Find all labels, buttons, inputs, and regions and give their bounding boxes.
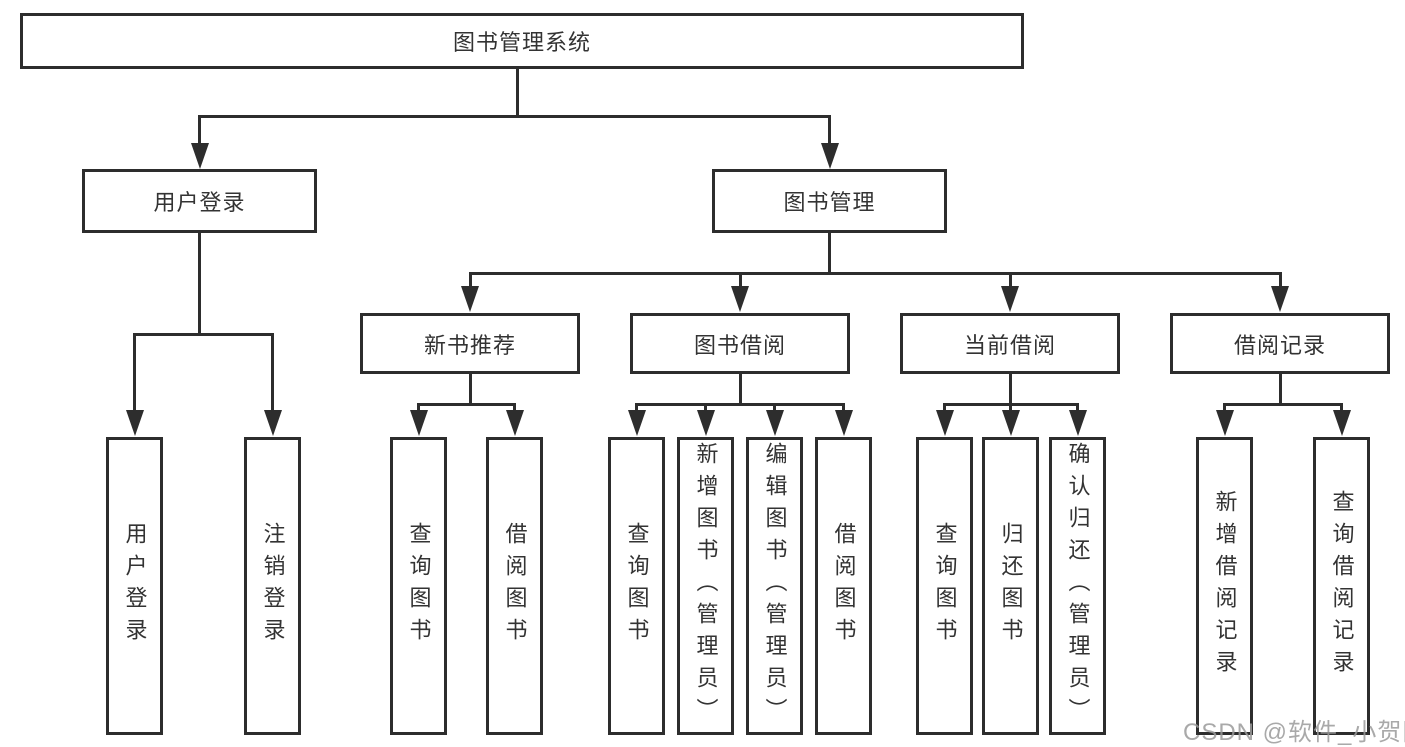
edge-new-book-branch — [417, 403, 516, 406]
edge-stub — [1340, 403, 1343, 412]
edge-stub — [1076, 403, 1079, 412]
leaf-label: 确认归还（管理员） — [1065, 442, 1091, 730]
edge-stub — [635, 403, 638, 412]
arrow-down-icon — [263, 410, 282, 436]
arrow-down-icon — [820, 143, 839, 169]
arrow-down-icon — [190, 143, 209, 169]
leaf-return-book: 归还图书 — [982, 437, 1039, 735]
arrow-down-icon — [834, 410, 853, 436]
leaf-label: 编辑图书（管理员） — [762, 442, 788, 730]
leaf-add-book-admin: 新增图书（管理员） — [677, 437, 734, 735]
arrow-down-icon — [696, 410, 715, 436]
edge-borrow-records-branch — [1223, 403, 1343, 406]
edge-root-stem — [515, 69, 519, 118]
node-book-management-label: 图书管理 — [783, 190, 876, 215]
arrow-down-icon — [461, 286, 479, 312]
edge-borrow-records-stem — [1278, 374, 1282, 406]
arrow-down-icon — [505, 410, 524, 436]
leaf-logout: 注销登录 — [244, 437, 301, 735]
edge-stub — [773, 403, 776, 412]
arrow-down-icon — [1068, 410, 1087, 436]
arrow-down-icon — [409, 410, 428, 436]
leaf-label: 新增图书（管理员） — [693, 442, 719, 730]
arrow-down-icon — [935, 410, 954, 436]
leaf-borrow-book-recommend: 借阅图书 — [486, 437, 543, 735]
leaf-query-books-recommend: 查询图书 — [390, 437, 447, 735]
node-borrow-records: 借阅记录 — [1170, 313, 1390, 374]
leaf-user-login: 用户登录 — [106, 437, 163, 735]
leaf-edit-book-admin: 编辑图书（管理员） — [746, 437, 803, 735]
edge-to-book-borrow — [738, 272, 742, 287]
arrow-down-icon — [627, 410, 646, 436]
edge-stub — [704, 403, 707, 412]
node-user-login: 用户登录 — [82, 169, 317, 233]
leaf-borrow-book: 借阅图书 — [815, 437, 872, 735]
edge-to-borrow-records — [1278, 272, 1282, 287]
arrow-down-icon — [731, 286, 749, 312]
edge-to-leaf-logout — [271, 333, 274, 412]
node-book-borrow: 图书借阅 — [630, 313, 850, 374]
leaf-query-books-current: 查询图书 — [916, 437, 973, 735]
leaf-add-borrow-record: 新增借阅记录 — [1196, 437, 1253, 735]
edge-stub — [1009, 403, 1012, 412]
leaf-label: 查询图书 — [932, 522, 958, 650]
edge-current-borrow-stem — [1008, 374, 1012, 406]
edge-stub — [513, 403, 516, 412]
node-library-system: 图书管理系统 — [20, 13, 1024, 69]
edge-book-management-branch — [468, 272, 1282, 275]
edge-root-to-user-login — [198, 115, 201, 146]
leaf-label: 借阅图书 — [831, 522, 857, 650]
leaf-query-books-borrow: 查询图书 — [608, 437, 665, 735]
node-new-book-recommend: 新书推荐 — [360, 313, 580, 374]
leaf-label: 新增借阅记录 — [1212, 490, 1238, 682]
leaf-label: 查询借阅记录 — [1329, 490, 1355, 682]
arrow-down-icon — [1215, 410, 1234, 436]
arrow-down-icon — [1332, 410, 1351, 436]
arrow-down-icon — [1001, 286, 1019, 312]
edge-to-current-borrow — [1008, 272, 1012, 287]
arrow-down-icon — [125, 410, 144, 436]
leaf-logout-label: 注销登录 — [260, 522, 286, 650]
node-library-system-label: 图书管理系统 — [452, 30, 591, 55]
edge-root-branch — [198, 115, 831, 118]
leaf-label: 查询图书 — [406, 522, 432, 650]
edge-stub — [1223, 403, 1226, 412]
leaf-label: 归还图书 — [998, 522, 1024, 650]
node-book-management: 图书管理 — [712, 169, 947, 233]
edge-stub — [842, 403, 845, 412]
edge-user-login-stem — [198, 233, 201, 335]
node-borrow-records-label: 借阅记录 — [1233, 332, 1326, 358]
edge-book-borrow-stem — [738, 374, 742, 406]
edge-book-borrow-branch — [635, 403, 845, 406]
node-book-borrow-label: 图书借阅 — [693, 332, 786, 358]
edge-to-leaf-user-login — [133, 333, 136, 412]
arrow-down-icon — [1001, 410, 1020, 436]
edge-new-book-stem — [468, 374, 472, 406]
leaf-confirm-return-admin: 确认归还（管理员） — [1049, 437, 1106, 735]
edge-root-to-book-management — [828, 115, 831, 146]
arrow-down-icon — [1271, 286, 1289, 312]
node-user-login-label: 用户登录 — [153, 190, 246, 215]
leaf-label: 查询图书 — [624, 522, 650, 650]
edge-to-new-book — [468, 272, 472, 287]
node-current-borrow-label: 当前借阅 — [963, 332, 1056, 358]
node-new-book-recommend-label: 新书推荐 — [423, 332, 516, 358]
leaf-user-login-label: 用户登录 — [122, 522, 148, 650]
leaf-query-borrow-record: 查询借阅记录 — [1313, 437, 1370, 735]
csdn-watermark: CSDN @软件_小贺同学 — [1183, 719, 1405, 746]
edge-stub — [943, 403, 946, 412]
leaf-label: 借阅图书 — [502, 522, 528, 650]
edge-user-login-branch — [133, 333, 274, 336]
arrow-down-icon — [765, 410, 784, 436]
node-current-borrow: 当前借阅 — [900, 313, 1120, 374]
edge-stub — [417, 403, 420, 412]
edge-book-management-stem — [828, 233, 831, 274]
